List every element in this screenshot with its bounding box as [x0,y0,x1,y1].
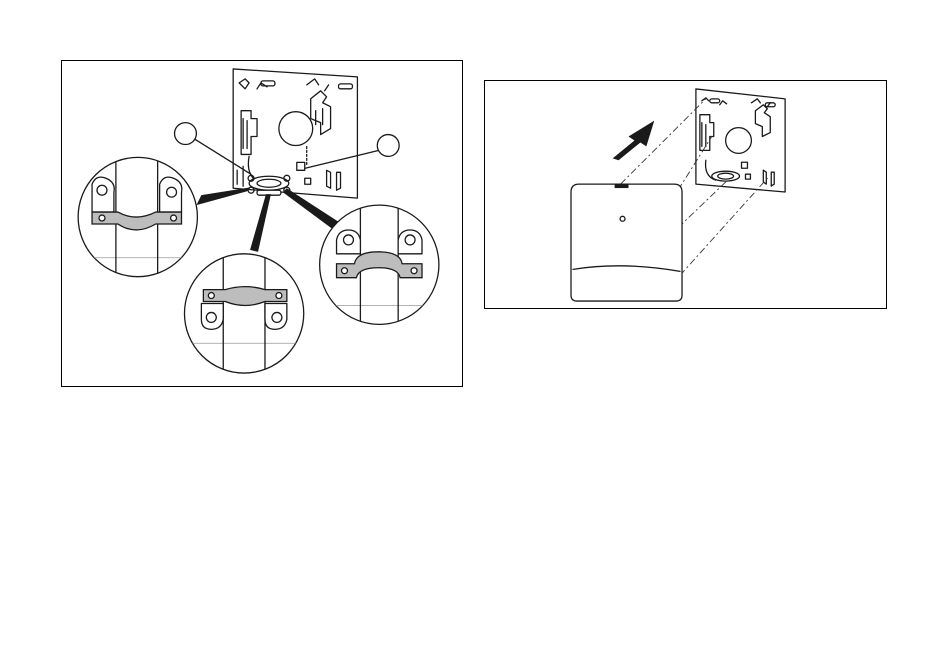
detail-pointers [196,187,343,252]
mounting-plate-small [696,89,785,192]
cable-clamp-illustration [62,61,462,386]
device-cover [571,184,682,301]
clamp-detail-left [72,150,201,289]
direction-arrow-icon [613,121,655,161]
figure-cover-mounting [484,80,887,309]
figure-cable-clamp [61,60,463,387]
cover-mounting-illustration [485,81,886,308]
clamp-detail-bottom [172,246,321,385]
mounting-plate [233,69,357,198]
